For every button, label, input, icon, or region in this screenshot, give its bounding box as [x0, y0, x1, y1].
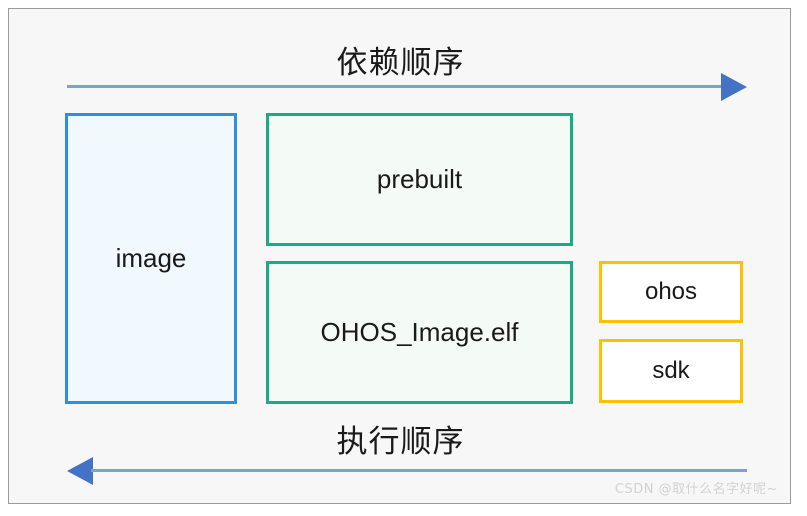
node-prebuilt-label: prebuilt	[376, 163, 463, 194]
dependency-arrow-head-right-icon	[721, 73, 747, 101]
execution-order-arrow	[67, 456, 747, 486]
csdn-watermark: CSDN @取什么名字好呢~	[614, 482, 778, 497]
execution-order-label: 执行顺序	[336, 424, 465, 460]
node-prebuilt[interactable]: prebuilt	[266, 113, 573, 246]
execution-arrow-line	[91, 469, 747, 472]
execution-arrow-head-left-icon	[67, 457, 93, 485]
dependency-arrow-line	[67, 85, 723, 88]
node-sdk[interactable]: sdk	[599, 339, 743, 403]
node-ohos-image-elf-label: OHOS_Image.elf	[320, 316, 519, 347]
node-ohos[interactable]: ohos	[599, 261, 743, 323]
node-ohos-image-elf[interactable]: OHOS_Image.elf	[266, 261, 573, 404]
dependency-order-arrow	[67, 72, 747, 102]
node-ohos-label: ohos	[644, 278, 698, 306]
dependency-order-label: 依赖顺序	[336, 45, 465, 81]
diagram-frame: 依赖顺序 image prebuilt OHOS_Image.elf ohos	[8, 8, 791, 504]
node-sdk-label: sdk	[652, 357, 690, 385]
node-image[interactable]: image	[65, 113, 237, 404]
diagram-canvas: 依赖顺序 image prebuilt OHOS_Image.elf ohos	[9, 9, 790, 503]
node-image-label: image	[115, 242, 187, 273]
